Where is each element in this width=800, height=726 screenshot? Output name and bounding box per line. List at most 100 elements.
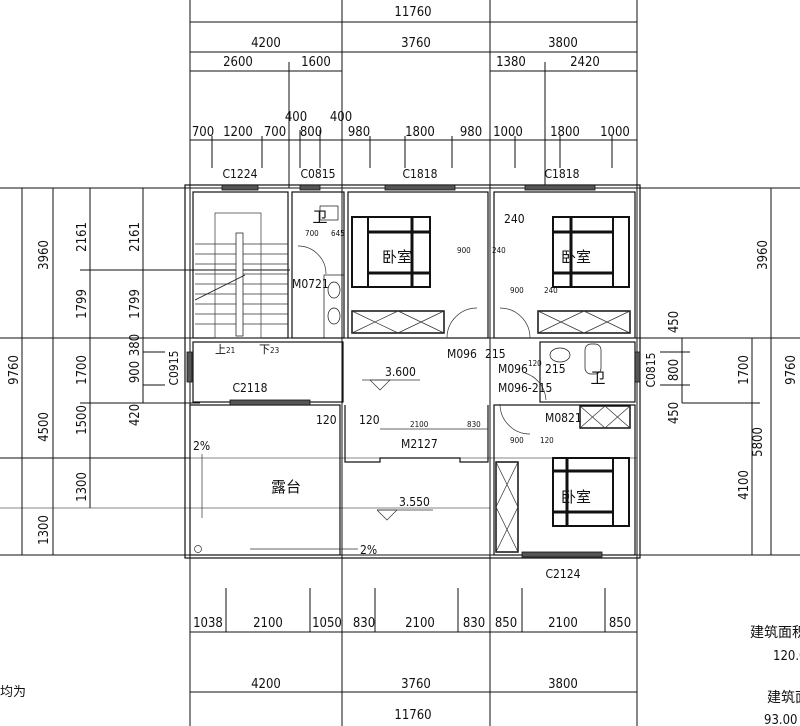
dim: 3960	[37, 240, 52, 270]
dim: 1700	[737, 355, 752, 385]
dim: 3760	[401, 677, 431, 692]
door-label: M0721	[292, 277, 329, 291]
elevation-value: 3.550	[399, 495, 430, 509]
dim-inner: 900	[457, 246, 471, 255]
slope-label: 2%	[360, 543, 377, 557]
window-label: C0815	[300, 167, 335, 181]
window-label: C0915	[167, 350, 181, 385]
dim: 3800	[548, 677, 578, 692]
dim-inner: 700	[305, 229, 319, 238]
window-label: C2124	[545, 567, 580, 581]
dim-inner: 900	[510, 286, 524, 295]
door-label: M2127	[401, 437, 438, 451]
dim: 4500	[37, 412, 52, 442]
bathroom-fixtures	[297, 205, 345, 339]
dim: 1000	[493, 125, 523, 140]
dim-top-sub: 1600	[301, 55, 331, 70]
bed	[552, 216, 630, 288]
room-label-bathroom: 卫	[590, 369, 605, 387]
dim: 1000	[600, 125, 630, 140]
dim: 900	[128, 361, 143, 383]
slope-label: 2%	[193, 439, 210, 453]
door-label: M096	[498, 362, 528, 376]
elevation-marker: 3.600	[362, 365, 420, 391]
dim: 1700	[75, 355, 90, 385]
dim: 2161	[75, 222, 90, 252]
top-dimension-lines	[190, 21, 637, 188]
door-label: M0821	[545, 411, 582, 425]
dim: 830	[353, 616, 375, 631]
door-label: M096	[447, 347, 477, 361]
dim-inner: 120	[316, 413, 337, 427]
dim: 700	[192, 125, 214, 140]
right-dimension-lines	[660, 188, 772, 555]
dim: 980	[348, 125, 370, 140]
bed	[552, 457, 630, 527]
dim-inner: 830	[467, 420, 481, 429]
area-value: 120.0	[773, 649, 800, 664]
room-label-bathroom: 卫	[312, 208, 327, 226]
wardrobes	[351, 310, 631, 553]
dim: 420	[128, 404, 143, 426]
dim-top-sub: 2420	[570, 55, 600, 70]
dim: 9760	[7, 355, 22, 385]
window-label: C1818	[402, 167, 437, 181]
bathroom-fixtures-right	[549, 343, 602, 375]
door-label: M096-215	[498, 381, 552, 395]
dim: 4200	[251, 677, 281, 692]
dim-top-total: 11760	[394, 5, 431, 20]
room-label-bedroom: 卧室	[561, 488, 591, 506]
bed	[351, 216, 431, 288]
dim: 1800	[550, 125, 580, 140]
elevation-value: 3.600	[385, 365, 416, 379]
dim: 2100	[405, 616, 435, 631]
dim: 4100	[737, 470, 752, 500]
window-label: C1224	[222, 167, 257, 181]
dim: 450	[667, 311, 682, 333]
dim-top-pier: 400	[285, 110, 307, 125]
dim: 1500	[75, 405, 90, 435]
dim: 5800	[751, 427, 766, 457]
bottom-dims: 1038 2100 1050 830 2100 830 850 2100 850…	[193, 616, 631, 723]
dim-top-bay: 4200	[251, 36, 281, 51]
dim-top-bay: 3800	[548, 36, 578, 51]
dim-inner: 120	[540, 436, 554, 445]
area-value: 93.00	[764, 713, 797, 726]
dim-inner: 900	[510, 436, 524, 445]
dim-top-sub: 1380	[496, 55, 526, 70]
dim-inner: 120	[359, 413, 380, 427]
dim-inner: 240	[544, 286, 558, 295]
dim: 9760	[784, 355, 799, 385]
window-label: C2118	[232, 381, 267, 395]
dim: 1200	[223, 125, 253, 140]
dim: 11760	[394, 708, 431, 723]
top-detail-dims: 700 1200 700 800 980 1800 980 1000 1800 …	[192, 125, 630, 140]
dim-inner: 240	[504, 212, 525, 226]
left-dimension-lines	[21, 188, 165, 555]
door-label: 215	[485, 347, 506, 361]
area-label: 建筑面	[767, 690, 800, 706]
dim-inner: 240	[492, 246, 506, 255]
dim: 1300	[75, 472, 90, 502]
room-label-bedroom: 卧室	[382, 248, 412, 266]
dim: 1300	[37, 515, 52, 545]
note-text: 均为	[0, 685, 26, 700]
dim: 1799	[75, 289, 90, 319]
right-dims: 3960 9760 5800 1700 4100 450 800 450 C08…	[644, 240, 799, 500]
dim: 1038	[193, 616, 223, 631]
staircase	[194, 212, 288, 339]
stair-down-label: 下23	[259, 343, 279, 356]
window-label: C0815	[644, 352, 658, 387]
dim: 1050	[312, 616, 342, 631]
dim: 1800	[405, 125, 435, 140]
left-dims: 9760 3960 4500 1300 2161 1799 1700 1500 …	[7, 222, 181, 545]
windows	[186, 184, 641, 558]
room-label-terrace: 露台	[271, 478, 301, 496]
area-label: 建筑面积	[750, 625, 800, 641]
dim: 700	[264, 125, 286, 140]
drain-icon	[194, 545, 202, 553]
dim: 800	[667, 359, 682, 381]
dim-top-pier: 400	[330, 110, 352, 125]
door-label: 215	[545, 362, 566, 376]
